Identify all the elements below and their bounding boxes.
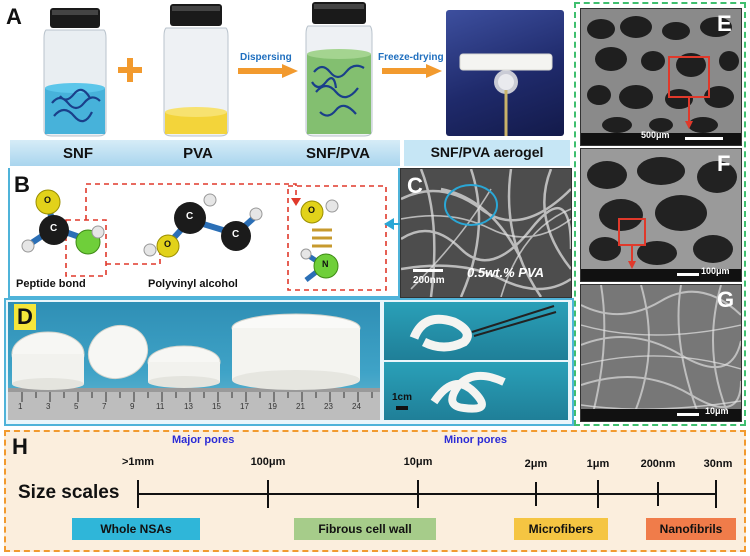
atom-label-c: C xyxy=(186,211,194,222)
panel-d-knot-photo-top xyxy=(384,302,568,360)
ruler-number: 19 xyxy=(268,402,277,411)
tick-label-1mm: >1mm xyxy=(121,456,155,468)
panel-h-letter: H xyxy=(12,434,28,459)
atom-label-o: O xyxy=(164,239,172,249)
ruler-number: 24 xyxy=(352,402,361,411)
panel-f-scale-label: 100μm xyxy=(701,266,730,276)
panel-d-main-photo: 1 3 5 7 9 11 13 15 17 19 21 23 24 D xyxy=(8,302,380,420)
ruler-number: 5 xyxy=(74,402,79,411)
panel-c-scale-label: 200nm xyxy=(413,275,445,286)
category-nanofibrils: Nanofibrils xyxy=(646,518,736,540)
folded-aerogel-illustration xyxy=(409,305,557,352)
jar-label-snf-pva: SNF/PVA xyxy=(306,145,370,162)
tick-label-100um: 100μm xyxy=(250,456,286,468)
arrow-dispersing-label: Dispersing xyxy=(240,52,292,63)
panel-g-letter: G xyxy=(717,287,735,312)
aerogel-photo xyxy=(446,10,564,136)
panel-c-letter: C xyxy=(407,173,423,198)
panel-a-letter: A xyxy=(6,4,22,29)
ruler-number: 21 xyxy=(296,402,305,411)
ruler-number: 1 xyxy=(18,402,23,411)
minor-pores-label: Minor pores xyxy=(444,434,507,446)
atom-label-o: O xyxy=(44,195,52,205)
panel-b: B O C C C xyxy=(8,168,400,298)
panel-g-sem-image: G 10μm xyxy=(580,284,742,422)
major-pores-label: Major pores xyxy=(172,434,235,446)
panel-c-sem-image: C 200nm 0.5wt.% PVA xyxy=(400,168,572,298)
size-scale-axis xyxy=(137,480,717,508)
jar-pva-illustration xyxy=(163,4,229,137)
tick-label-30nm: 30nm xyxy=(703,458,733,470)
panel-g-scale-label: 10μm xyxy=(705,406,729,416)
polyvinyl-alcohol-label: Polyvinyl alcohol xyxy=(148,278,238,290)
ruler-numbers: 1 3 5 7 9 11 13 15 17 19 21 23 24 xyxy=(8,402,380,416)
jar-label-snf: SNF xyxy=(63,145,93,162)
panel-d-scale-label: 1cm xyxy=(392,392,413,403)
panel-c-caption: 0.5wt.% PVA xyxy=(467,265,545,280)
panel-h: H Major pores Minor pores Size scales >1… xyxy=(4,430,746,552)
aerogel-label: SNF/PVA aerogel xyxy=(430,144,544,160)
tick-label-2um: 2μm xyxy=(524,458,548,470)
aerogel-label-bar xyxy=(404,140,570,166)
ruler-number: 9 xyxy=(130,402,135,411)
knotted-aerogel-illustration xyxy=(396,372,506,413)
arrow-right-icon xyxy=(238,64,298,78)
panel-e-sem-image: E 500μm xyxy=(580,8,742,146)
panel-e-letter: E xyxy=(717,11,732,36)
molecule-diagram xyxy=(21,183,387,291)
sem-column-frame xyxy=(574,2,746,426)
atom-label-n: N xyxy=(322,259,329,269)
panel-d-knot-photo-bottom: 1cm xyxy=(384,362,568,420)
category-whole-nsas: Whole NSAs xyxy=(72,518,200,540)
porous-structure-illustration xyxy=(581,9,741,145)
arrow-freeze-label: Freeze-drying xyxy=(378,52,444,63)
peptide-bond-label: Peptide bond xyxy=(16,278,86,290)
size-scales-axis-label: Size scales xyxy=(18,482,120,503)
category-fibrous-cell-wall: Fibrous cell wall xyxy=(294,518,436,540)
panel-f-sem-image: F 100μm xyxy=(580,148,742,282)
jar-label-pva: PVA xyxy=(183,145,213,162)
arrow-right-icon xyxy=(382,64,442,78)
ruler-number: 3 xyxy=(46,402,51,411)
category-microfibers: Microfibers xyxy=(514,518,608,540)
tick-label-200nm: 200nm xyxy=(640,458,676,470)
panel-d: 1 3 5 7 9 11 13 15 17 19 21 23 24 D 1cm xyxy=(4,298,574,426)
ruler-number: 17 xyxy=(240,402,249,411)
ruler-number: 7 xyxy=(102,402,107,411)
atom-label-c: C xyxy=(232,229,240,240)
aerogel-discs-illustration xyxy=(8,313,380,420)
ruler-number: 13 xyxy=(184,402,193,411)
ruler-number: 15 xyxy=(212,402,221,411)
atom-label-o: O xyxy=(308,205,316,215)
panel-f-letter: F xyxy=(717,151,731,176)
panel-b-letter: B xyxy=(14,172,30,197)
tick-label-10um: 10μm xyxy=(403,456,433,468)
dandelion-aerogel-illustration xyxy=(459,53,553,136)
jar-snf-illustration xyxy=(43,8,107,137)
tick-label-1um: 1μm xyxy=(586,458,610,470)
ruler-number: 23 xyxy=(324,402,333,411)
ruler-number: 11 xyxy=(156,402,165,411)
microfiber-mesh-illustration xyxy=(581,285,741,421)
porous-structure-illustration xyxy=(581,149,741,281)
nanofiber-network-illustration xyxy=(401,169,571,297)
panel-a: A Dispersing Freeze-drying xyxy=(0,0,570,168)
panel-a-label-bar xyxy=(10,140,400,166)
atom-label-c: C xyxy=(50,223,58,234)
jar-snf-pva-illustration xyxy=(305,2,373,137)
panel-d-letter: D xyxy=(14,304,36,330)
plus-icon xyxy=(118,58,142,82)
panel-e-scale-label: 500μm xyxy=(641,130,670,140)
